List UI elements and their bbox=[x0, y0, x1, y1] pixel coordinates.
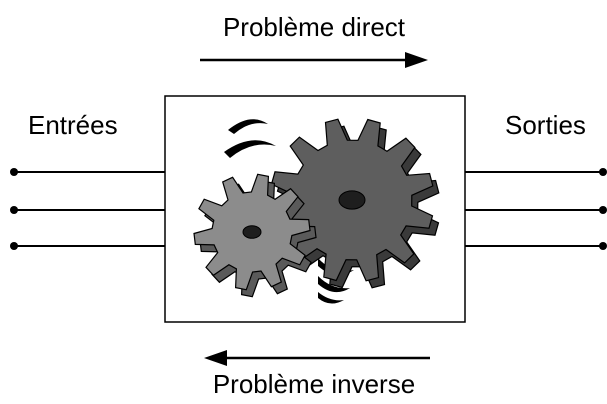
output-terminal-dot bbox=[599, 206, 607, 214]
large-gear-icon bbox=[270, 118, 440, 289]
output-terminal-dot bbox=[599, 242, 607, 250]
input-terminal-dot bbox=[10, 242, 18, 250]
inverse-arrow bbox=[204, 350, 430, 366]
output-line bbox=[465, 168, 607, 176]
small-gear-icon bbox=[193, 173, 317, 298]
input-terminal-dot bbox=[10, 206, 18, 214]
outputs-label: Sorties bbox=[505, 110, 586, 140]
input-line bbox=[10, 206, 165, 214]
output-terminal-dot bbox=[599, 168, 607, 176]
output-lines bbox=[465, 168, 607, 250]
bottom-label: Problème inverse bbox=[213, 369, 415, 399]
input-terminal-dot bbox=[10, 168, 18, 176]
gears-icon bbox=[193, 118, 440, 304]
direct-arrow bbox=[200, 52, 428, 68]
input-lines bbox=[10, 168, 165, 250]
input-line bbox=[10, 242, 165, 250]
input-line bbox=[10, 168, 165, 176]
top-label: Problème direct bbox=[223, 12, 406, 42]
output-line bbox=[465, 206, 607, 214]
output-line bbox=[465, 242, 607, 250]
inputs-label: Entrées bbox=[28, 110, 118, 140]
